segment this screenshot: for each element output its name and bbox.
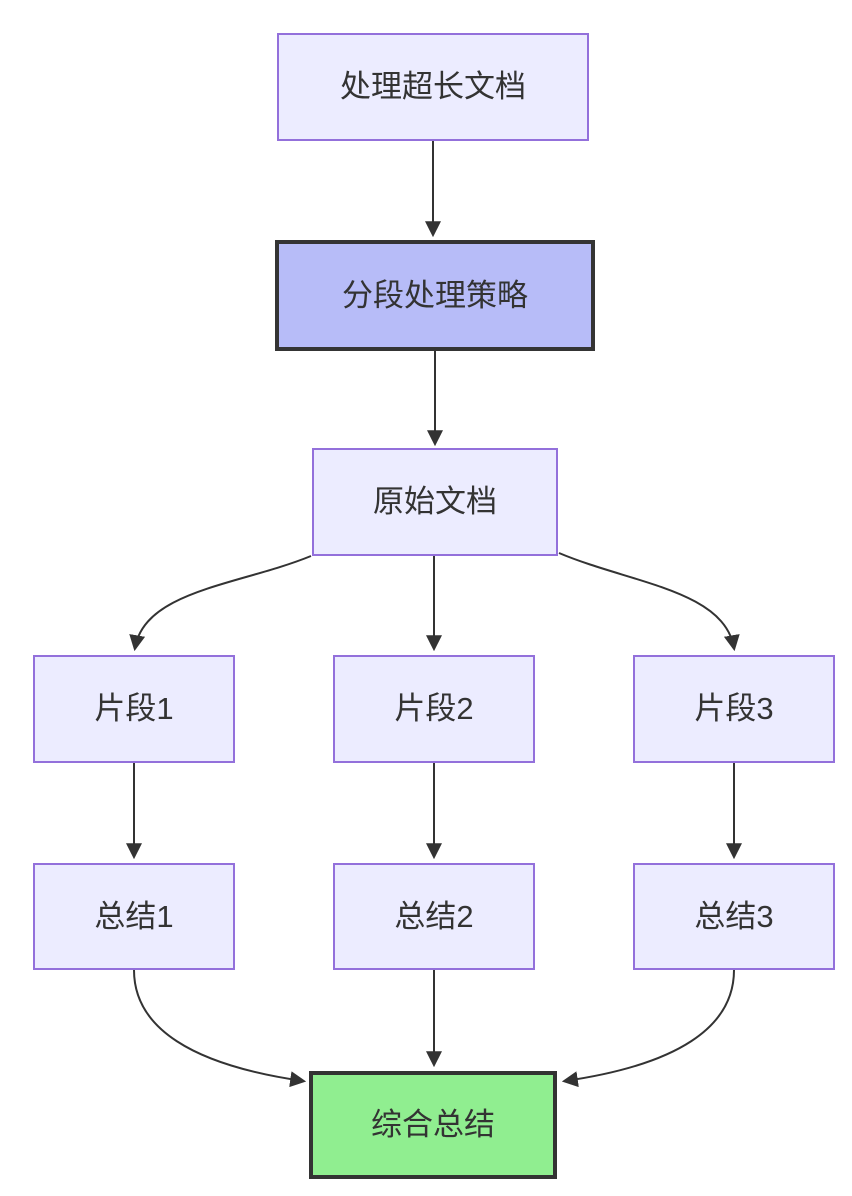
node-fragment-3: 片段3	[633, 655, 835, 763]
node-fragment-1: 片段1	[33, 655, 235, 763]
edge-sum1-final	[133, 969, 307, 1088]
node-original-doc: 原始文档	[312, 448, 558, 556]
node-label: 总结3	[694, 898, 774, 934]
node-summary-2: 总结2	[333, 863, 535, 970]
edge-source-seg1	[129, 555, 312, 652]
node-fragment-2: 片段2	[333, 655, 535, 763]
node-process-long-doc: 处理超长文档	[277, 33, 589, 141]
node-label: 原始文档	[373, 484, 497, 520]
edge-source-seg3	[558, 552, 740, 652]
node-label: 分段处理策略	[342, 277, 528, 313]
node-label: 总结2	[394, 898, 474, 934]
node-label: 片段1	[94, 691, 174, 727]
node-label: 片段3	[694, 691, 774, 727]
node-label: 片段2	[394, 691, 474, 727]
node-label: 综合总结	[371, 1107, 495, 1143]
edge-sum3-final	[561, 969, 735, 1088]
node-summary-3: 总结3	[633, 863, 835, 970]
node-label: 总结1	[94, 898, 174, 934]
node-label: 处理超长文档	[340, 69, 526, 105]
node-segment-strategy: 分段处理策略	[275, 240, 595, 351]
node-final-summary: 综合总结	[309, 1071, 557, 1179]
node-summary-1: 总结1	[33, 863, 235, 970]
